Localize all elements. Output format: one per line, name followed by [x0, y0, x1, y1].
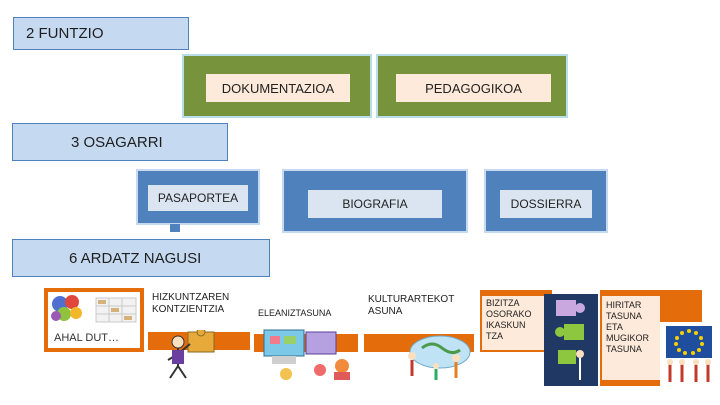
box-hizkuntzaren-kontzientzia[interactable]: HIZKUNTZAREN KONTZIENTZIA: [148, 288, 250, 350]
children-globe-image: [408, 335, 471, 380]
box-label: PEDAGOGIKOA: [396, 74, 551, 102]
puzzle-figure-image: [167, 330, 215, 379]
axis-label: HIZKUNTZAREN KONTZIENTZIA: [148, 288, 250, 332]
header-3-osagarri: 3 OSAGARRI: [12, 123, 228, 161]
header-label: 3 OSAGARRI: [71, 133, 163, 151]
box-ahal-dut[interactable]: AHAL DUT…: [44, 288, 144, 352]
tab-decoration: [170, 224, 180, 232]
axis-label: KULTURARTEKOT ASUNA: [364, 290, 474, 334]
axis-label: HIRITAR TASUNA ETA MUGIKOR TASUNA: [602, 296, 660, 380]
eu-flag-image: [660, 322, 718, 386]
box-label: DOSSIERRA: [500, 190, 592, 218]
box-inner: AHAL DUT…: [48, 292, 140, 348]
box-pedagogikoa[interactable]: PEDAGOGIKOA: [376, 54, 568, 118]
box-bizitza-osorako-ikaskuntza[interactable]: BIZITZA OSORAKO IKASKUN TZA: [480, 290, 552, 352]
axis-label: AHAL DUT…: [54, 332, 119, 344]
puzzle-figure-image: [555, 300, 585, 380]
box-label: BIOGRAFIA: [308, 190, 442, 218]
header-2-funtzio: 2 FUNTZIO: [13, 17, 189, 50]
puzzle-image: [51, 295, 137, 323]
box-label: DOKUMENTAZIOA: [206, 74, 350, 102]
puzzle-panel: [544, 294, 598, 386]
box-dossierra[interactable]: DOSSIERRA: [484, 169, 608, 233]
computer-kids-image: [263, 329, 350, 380]
header-6-ardatz-nagusi: 6 ARDATZ NAGUSI: [12, 239, 270, 277]
axis-label: BIZITZA OSORAKO IKASKUN TZA: [482, 296, 548, 350]
axis-label: ELEANIZTASUNA: [254, 290, 358, 334]
box-eleaniztasuna[interactable]: ELEANIZTASUNA: [254, 290, 358, 352]
box-pasaportea[interactable]: PASAPORTEA: [136, 169, 260, 225]
box-dokumentazioa[interactable]: DOKUMENTAZIOA: [182, 54, 372, 118]
box-label: PASAPORTEA: [148, 185, 248, 211]
header-label: 6 ARDATZ NAGUSI: [69, 249, 202, 267]
header-label: 2 FUNTZIO: [26, 25, 104, 42]
box-biografia[interactable]: BIOGRAFIA: [282, 169, 468, 233]
